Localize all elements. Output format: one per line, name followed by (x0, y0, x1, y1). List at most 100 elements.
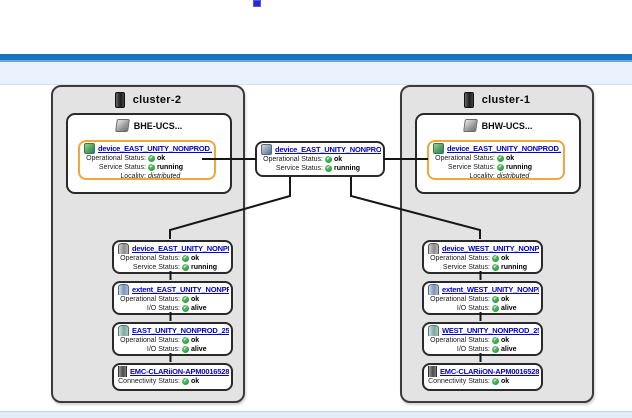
status-value: running (501, 264, 528, 271)
cluster-2-node[interactable]: cluster-2 BHE-UCS... device_EAST_UNITY_N… (51, 85, 245, 403)
status-row: Service Status: running (116, 263, 229, 272)
status-label: Operational Status: (263, 156, 323, 163)
status-row: I/O Status: alive (116, 304, 229, 313)
status-label: Service Status: (442, 264, 490, 271)
virtual-volume-device-icon (84, 143, 95, 154)
status-value: ok (501, 255, 510, 262)
device-node[interactable]: device_EAST_UNITY_NONPROD_25 Operational… (112, 240, 233, 274)
device-link[interactable]: device_EAST_UNITY_NONPROD_25 (447, 144, 561, 153)
ok-check-icon (182, 264, 189, 271)
cluster-icon (114, 92, 125, 108)
extent-link[interactable]: extent_EAST_UNITY_NONPROD_25 (132, 285, 229, 294)
ok-check-icon (148, 155, 155, 162)
status-label: Operational Status: (120, 255, 180, 262)
status-value: alive (191, 305, 207, 312)
device-cylinder-icon (428, 243, 439, 254)
device-link[interactable]: device_EAST_UNITY_NONPROD_25 (132, 244, 229, 253)
ok-check-icon (492, 337, 499, 344)
extent-node[interactable]: extent_WEST_UNITY_NONPROD_25 Operational… (422, 281, 543, 315)
storage-volume-icon (428, 325, 439, 336)
status-label: Service Status: (98, 164, 146, 171)
cluster-icon (463, 92, 474, 108)
status-label: Service Status: (275, 165, 323, 172)
ok-check-icon (492, 264, 499, 271)
node-title-row: device_EAST_UNITY_NONPROD_25 (82, 143, 212, 154)
node-title-row: device_WEST_UNITY_NONPROD_25 (426, 243, 539, 254)
storage-volume-link[interactable]: EAST_UNITY_NONPROD_25 (132, 326, 229, 335)
status-row: I/O Status: alive (116, 345, 229, 354)
distributed-device-link[interactable]: device_EAST_UNITY_NONPROD_25 (275, 145, 381, 154)
distributed-device-icon (261, 144, 272, 155)
virtual-volume-device-icon (433, 143, 444, 154)
ok-check-icon (492, 296, 499, 303)
storage-volume-node[interactable]: EAST_UNITY_NONPROD_25 Operational Status… (112, 322, 233, 356)
ok-check-icon (325, 165, 332, 172)
locality-row: Locality: distributed (82, 172, 212, 180)
locality-row: Locality: distributed (431, 172, 561, 180)
storage-array-link[interactable]: EMC-CLARiiON-APM001652835E (130, 367, 229, 376)
storage-volume-link[interactable]: WEST_UNITY_NONPROD_25 (442, 326, 539, 335)
host-icon (114, 119, 130, 132)
status-label: Connectivity Status: (118, 378, 180, 385)
status-label: Operational Status: (120, 337, 180, 344)
extent-node[interactable]: extent_EAST_UNITY_NONPROD_25 Operational… (112, 281, 233, 315)
device-link[interactable]: device_EAST_UNITY_NONPROD_25 (98, 144, 212, 153)
host-icon (462, 119, 478, 132)
distributed-device-node-selected[interactable]: device_EAST_UNITY_NONPROD_25 Operational… (78, 140, 216, 180)
status-label: I/O Status: (456, 346, 490, 353)
status-value: running (157, 164, 184, 171)
node-title-row: extent_WEST_UNITY_NONPROD_25 (426, 284, 539, 295)
cluster-1-node[interactable]: cluster-1 BHW-UCS... device_EAST_UNITY_N… (400, 85, 594, 403)
host-node-bhw-ucs[interactable]: BHW-UCS... device_EAST_UNITY_NONPROD_25 … (415, 113, 581, 194)
storage-volume-icon (118, 325, 129, 336)
bottom-panel-edge (0, 411, 632, 418)
status-row: Operational Status: ok (116, 336, 229, 345)
ok-check-icon (148, 164, 155, 171)
status-value: running (506, 164, 533, 171)
distributed-device-node-selected[interactable]: device_EAST_UNITY_NONPROD_25 Operational… (427, 140, 565, 180)
tiny-app-icon[interactable] (253, 0, 261, 7)
storage-array-icon (118, 366, 127, 377)
top-navigation-bar-edge (0, 60, 632, 62)
extent-link[interactable]: extent_WEST_UNITY_NONPROD_25 (442, 285, 539, 294)
host-header: BHE-UCS... (68, 119, 230, 132)
status-label: Operational Status: (430, 255, 490, 262)
storage-volume-node[interactable]: WEST_UNITY_NONPROD_25 Operational Status… (422, 322, 543, 356)
node-title-row: EAST_UNITY_NONPROD_25 (116, 325, 229, 336)
status-label: Operational Status: (120, 296, 180, 303)
status-value: ok (501, 378, 510, 385)
device-node[interactable]: device_WEST_UNITY_NONPROD_25 Operational… (422, 240, 543, 274)
status-value: alive (501, 305, 517, 312)
status-row: Connectivity Status: ok (116, 377, 229, 386)
status-value: ok (506, 155, 515, 162)
status-value: ok (191, 296, 200, 303)
status-row: Operational Status: ok (82, 154, 212, 163)
host-node-bhe-ucs[interactable]: BHE-UCS... device_EAST_UNITY_NONPROD_25 … (66, 113, 232, 194)
top-navigation-bar (0, 54, 632, 60)
status-row: Operational Status: ok (431, 154, 561, 163)
node-title-row: device_EAST_UNITY_NONPROD_25 (259, 144, 381, 155)
distributed-device-center-node[interactable]: device_EAST_UNITY_NONPROD_25 Operational… (255, 141, 385, 177)
storage-array-link[interactable]: EMC-CLARiiON-APM001652835E (440, 367, 539, 376)
status-value: alive (191, 346, 207, 353)
status-value: ok (501, 296, 510, 303)
cluster-1-header: cluster-1 (402, 92, 592, 108)
status-row: Service Status: running (431, 163, 561, 172)
status-value: running (334, 165, 361, 172)
status-label: Service Status: (132, 264, 180, 271)
storage-array-node[interactable]: EMC-CLARiiON-APM001652835E Connectivity … (112, 363, 233, 391)
ok-check-icon (182, 255, 189, 262)
status-label: I/O Status: (146, 346, 180, 353)
status-row: Service Status: running (259, 164, 381, 173)
locality-value: distributed (148, 173, 181, 180)
status-row: Operational Status: ok (259, 155, 381, 164)
status-label: Operational Status: (430, 337, 490, 344)
device-link[interactable]: device_WEST_UNITY_NONPROD_25 (442, 244, 539, 253)
locality-label: Locality: (120, 173, 146, 180)
ok-check-icon (492, 378, 499, 385)
ok-check-icon (182, 337, 189, 344)
status-value: ok (501, 337, 510, 344)
locality-label: Locality: (469, 173, 495, 180)
status-label: I/O Status: (146, 305, 180, 312)
storage-array-node[interactable]: EMC-CLARiiON-APM001652835E Connectivity … (422, 363, 543, 391)
